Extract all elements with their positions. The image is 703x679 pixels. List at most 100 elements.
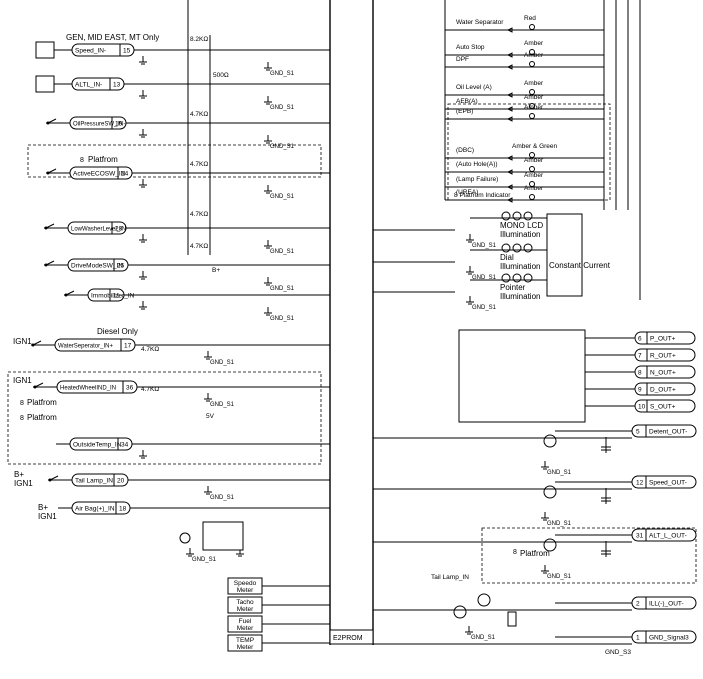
platform-prefix: 8 <box>80 157 84 164</box>
illumination-label: MONO LCD <box>500 221 543 230</box>
ground-label: GND_S1 <box>210 402 235 408</box>
output-label: Detent_OUT- <box>649 429 687 436</box>
ground-label: GND_S1 <box>270 105 295 111</box>
ground-label: GND_S1 <box>210 360 235 366</box>
ground-label: GND_S1 <box>270 249 295 255</box>
bplus-label: B+ <box>212 267 220 274</box>
input-label: OilPressureSW_IN- <box>73 122 125 128</box>
mosfet-icon <box>507 611 517 627</box>
output-pin-pill <box>631 424 697 438</box>
resistor-label: 8.2KΩ <box>190 36 208 43</box>
input-pin-pill <box>67 258 129 272</box>
meter-label: Meter <box>237 606 254 613</box>
sensor-icon <box>35 75 55 93</box>
transistor-icon <box>543 485 557 499</box>
pin-number: 17 <box>124 343 132 350</box>
ground-label: GND_S1 <box>472 305 497 311</box>
platform-note: Platfrom <box>88 155 118 164</box>
output-label: P_OUT+ <box>650 336 676 343</box>
indicator-color: Amber <box>524 185 544 192</box>
platform-note: Platfrom <box>520 549 550 558</box>
indicator-color: Amber <box>524 52 544 59</box>
output-pin-pill <box>634 365 696 379</box>
pin-number: 9 <box>638 387 642 394</box>
gnd-s3-label: GND_S3 <box>605 649 631 656</box>
ground-label: GND_S1 <box>472 275 497 281</box>
output-label: GND_Signal3 <box>649 635 689 642</box>
input-label: Air Bag(+)_IN <box>75 506 115 513</box>
lamp-icon <box>179 532 191 544</box>
input-label: ALTL_IN- <box>75 82 102 89</box>
input-label: ActiveECOSW_IN <box>73 171 126 178</box>
pin-number: 34 <box>121 442 129 449</box>
meter-label: Meter <box>237 644 254 651</box>
input-pin-pill <box>69 166 133 180</box>
diode-icon <box>506 27 513 33</box>
transistor-icon <box>453 605 467 619</box>
led-icon <box>501 243 511 253</box>
platform-prefix: 8 <box>513 549 517 556</box>
resistor-label: 4.7KΩ <box>141 386 159 393</box>
output-pin-pill <box>631 630 697 644</box>
input-pin-pill <box>54 338 136 352</box>
pin-number: 31 <box>636 533 644 540</box>
ign1-label: IGN1 <box>14 479 33 488</box>
market-note: GEN, MID EAST, MT Only <box>66 33 159 42</box>
resistor-label: 4.7KΩ <box>190 211 208 218</box>
meter-label: Speedo <box>234 580 257 587</box>
ground-label: GND_S1 <box>270 194 295 200</box>
meter-label: TEMP <box>236 637 254 644</box>
pin-number: 28 <box>115 226 123 233</box>
platform-note: Platfrom <box>27 413 57 422</box>
meter-label: Meter <box>237 587 254 594</box>
ground-label: GND_S1 <box>547 521 572 527</box>
illumination-label: Illumination <box>500 292 540 301</box>
pin-number: 20 <box>117 478 125 485</box>
input-pin-pill <box>71 43 135 57</box>
indicator-color: Amber <box>524 172 544 179</box>
diode-icon <box>506 64 513 70</box>
transistor-icon <box>543 434 557 448</box>
resistor-label: 4.7KΩ <box>190 161 208 168</box>
indicator-color: Amber <box>524 80 544 87</box>
diesel-note: Diesel Only <box>97 327 138 336</box>
pin-number: 10 <box>638 404 646 411</box>
tail-lamp-in-label: Tail Lamp_IN <box>431 574 469 581</box>
illumination-label: Pointer <box>500 283 526 292</box>
led-icon <box>523 243 533 253</box>
diode-icon <box>506 52 513 58</box>
indicator-name: DPF <box>456 56 469 63</box>
ign1-label: IGN1 <box>13 376 32 385</box>
led-icon <box>501 211 511 221</box>
transistor-icon <box>543 538 557 552</box>
indicator-lamp-icon <box>529 61 535 67</box>
output-label: ALT_L_OUT- <box>649 533 687 540</box>
ground-label: GND_S1 <box>471 635 496 641</box>
resistor-label: 4.7KΩ <box>190 111 208 118</box>
input-label: Immobilizer_IN <box>91 293 135 300</box>
input-label: WaterSeperator_IN+ <box>58 344 113 350</box>
led-icon <box>512 211 522 221</box>
pin-number: 24 <box>121 171 129 178</box>
pin-number: 18 <box>119 506 127 513</box>
pin-number: 12 <box>636 480 644 487</box>
meter-label: Fuel <box>239 618 252 625</box>
ground-label: GND_S1 <box>270 71 295 77</box>
indicator-lamp-icon <box>529 194 535 200</box>
diode-icon <box>506 169 513 175</box>
indicator-lamp-icon <box>529 103 535 109</box>
meter-label: Meter <box>237 625 254 632</box>
illumination-label: Illumination <box>500 230 540 239</box>
diode-icon <box>506 155 513 161</box>
output-pin-pill <box>631 528 697 542</box>
diode-icon <box>506 106 513 112</box>
output-pin-pill <box>631 475 697 489</box>
platform-indicator-note: 8 Platfrom Indicator <box>454 192 511 199</box>
input-pin-pill <box>56 380 138 394</box>
output-label: D_OUT+ <box>650 387 676 394</box>
pin-number: 36 <box>126 385 134 392</box>
pin-number: 19 <box>115 121 123 128</box>
input-pin-pill <box>69 437 133 451</box>
input-label: DriveModeSW_IN <box>71 263 123 270</box>
input-label: HeatedWheelIND_IN <box>60 386 116 392</box>
